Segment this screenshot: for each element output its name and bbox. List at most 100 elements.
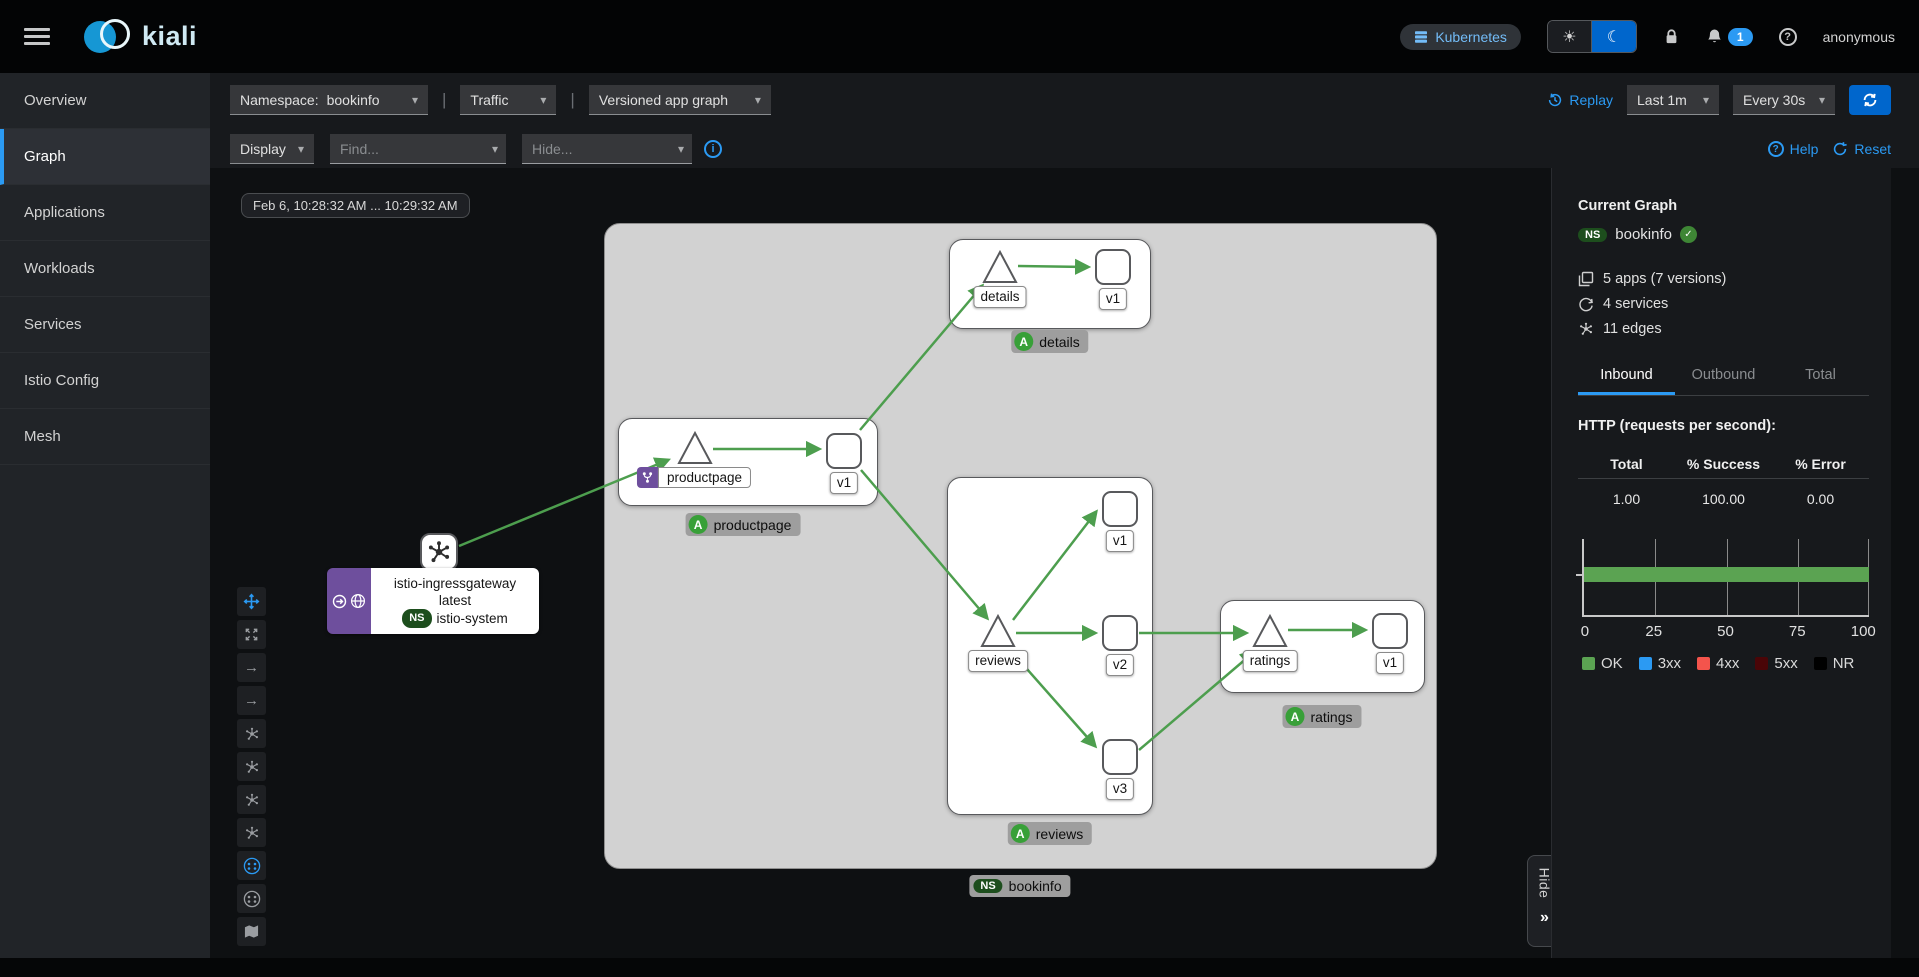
label-ratings-v1[interactable]: v1 — [1375, 652, 1405, 674]
tab-total[interactable]: Total — [1805, 367, 1836, 383]
label-productpage-row[interactable]: productpage — [636, 467, 752, 488]
graph-layout-icon — [245, 727, 258, 740]
drag-toggle-button[interactable] — [237, 587, 266, 616]
label-reviews-v2[interactable]: v2 — [1105, 654, 1135, 676]
label-productpage: productpage — [657, 467, 752, 488]
app-badge-details[interactable]: A details — [1011, 330, 1089, 353]
app-badge-reviews[interactable]: A reviews — [1007, 822, 1093, 845]
node-productpage-app[interactable] — [677, 430, 713, 464]
edge-v3-ratings[interactable] — [1138, 649, 1257, 751]
gateway-version: latest — [438, 592, 472, 608]
gateway-label[interactable]: istio-ingressgateway latest NS istio-sys… — [327, 568, 539, 634]
namespace-layout-a-button[interactable] — [237, 851, 266, 880]
label-reviews-v3[interactable]: v3 — [1105, 778, 1135, 800]
panel-namespace[interactable]: bookinfo — [1615, 226, 1672, 243]
hide-healthy-edges-button[interactable]: → — [237, 653, 266, 682]
cluster-badge[interactable]: Kubernetes — [1400, 23, 1521, 50]
node-reviews-v3[interactable] — [1102, 739, 1138, 775]
legend-3xx: 3xx — [1638, 655, 1681, 672]
label-details[interactable]: details — [973, 286, 1027, 308]
time-range-dropdown[interactable]: Last 1m ▾ — [1627, 85, 1719, 115]
label-ratings[interactable]: ratings — [1242, 650, 1298, 672]
display-dropdown[interactable]: Display ▾ — [230, 134, 314, 164]
label-details-v1[interactable]: v1 — [1098, 288, 1128, 310]
caret-down-icon: ▾ — [754, 92, 761, 107]
sidebar-item-workloads[interactable]: Workloads — [0, 241, 210, 297]
find-input[interactable] — [330, 134, 506, 164]
sidebar-item-applications[interactable]: Applications — [0, 185, 210, 241]
graph-type-dropdown[interactable]: Versioned app graph ▾ — [588, 85, 771, 115]
col-success: % Success — [1675, 450, 1772, 479]
toolbar-separator: | — [442, 90, 447, 109]
zoom-to-fit-button[interactable] — [237, 620, 266, 649]
label-productpage-v1[interactable]: v1 — [829, 472, 859, 494]
reset-link[interactable]: Reset — [1832, 141, 1891, 157]
sidebar-item-graph[interactable]: Graph — [0, 129, 210, 185]
node-details-v1[interactable] — [1095, 249, 1131, 285]
caret-down-icon: ▾ — [540, 92, 547, 107]
user-menu[interactable]: anonymous — [1822, 28, 1895, 45]
health-check-icon: ✓ — [1680, 226, 1697, 243]
hide-panel-tab[interactable]: Hide » — [1527, 855, 1551, 947]
namespace-dropdown[interactable]: Namespace: bookinfo ▾ — [230, 85, 428, 115]
brand-title: kiali — [142, 21, 198, 51]
gateway-name: istio-ingressgateway — [393, 575, 517, 591]
hide-input[interactable] — [522, 134, 692, 164]
app-badge-productpage[interactable]: A productpage — [685, 513, 801, 536]
hide-all-edges-button[interactable]: → — [237, 686, 266, 715]
layout-grid-button[interactable] — [237, 752, 266, 781]
notifications-button[interactable]: 1 — [1706, 27, 1753, 46]
node-productpage-v1[interactable] — [826, 433, 862, 469]
legend-button[interactable] — [237, 917, 266, 946]
node-reviews-app[interactable] — [980, 613, 1016, 647]
layout-concentric-button[interactable] — [237, 785, 266, 814]
ns-badge: NS — [1578, 227, 1608, 242]
services-icon — [1579, 297, 1593, 312]
node-details-app[interactable] — [982, 249, 1018, 283]
layout-dagre-button[interactable] — [237, 719, 266, 748]
namespace-chip-bookinfo[interactable]: NS bookinfo — [969, 875, 1071, 897]
help-link[interactable]: ? Help — [1767, 141, 1819, 157]
val-total: 1.00 — [1612, 491, 1641, 507]
time-range-value: Last 1m — [1637, 91, 1687, 108]
layout-breadthfirst-button[interactable] — [237, 818, 266, 847]
edges-icon — [1580, 322, 1592, 335]
node-reviews-v1[interactable] — [1102, 491, 1138, 527]
edge-productpage-details[interactable] — [859, 283, 985, 431]
refresh-interval-dropdown[interactable]: Every 30s ▾ — [1733, 85, 1835, 115]
help-label: Help — [1789, 141, 1819, 157]
edge-productpage-reviews[interactable] — [860, 469, 990, 621]
ok-rate-bar — [1584, 567, 1869, 582]
app-badge-label: ratings — [1310, 708, 1353, 725]
sidebar-item-overview[interactable]: Overview — [0, 73, 210, 129]
light-theme-button[interactable]: ☀ — [1547, 21, 1592, 52]
app-badge-ratings[interactable]: A ratings — [1282, 705, 1362, 728]
replay-link[interactable]: Replay — [1547, 92, 1613, 108]
node-ratings-app[interactable] — [1252, 613, 1288, 647]
traffic-dropdown-label: Traffic — [470, 91, 509, 108]
edge-details-v1[interactable] — [1017, 258, 1092, 275]
edge-reviews-v1[interactable] — [1012, 509, 1098, 621]
menu-icon[interactable] — [24, 28, 50, 45]
label-reviews-v1[interactable]: v1 — [1105, 530, 1135, 552]
info-icon[interactable]: i — [704, 140, 722, 158]
col-total: Total — [1578, 450, 1675, 479]
refresh-button[interactable] — [1849, 85, 1891, 115]
sidebar-item-istio-config[interactable]: Istio Config — [0, 353, 210, 409]
lock-icon[interactable] — [1663, 28, 1680, 45]
node-ratings-v1[interactable] — [1372, 613, 1408, 649]
node-reviews-v2[interactable] — [1102, 615, 1138, 651]
question-icon: ? — [1778, 27, 1797, 46]
sidebar-item-services[interactable]: Services — [0, 297, 210, 353]
help-menu-button[interactable]: ? — [1778, 27, 1797, 46]
namespace-layout-b-button[interactable] — [237, 884, 266, 913]
tab-outbound[interactable]: Outbound — [1691, 367, 1756, 383]
tab-inbound[interactable]: Inbound — [1578, 367, 1675, 395]
legend-nr: NR — [1813, 655, 1854, 672]
traffic-dropdown[interactable]: Traffic ▾ — [460, 85, 557, 115]
dark-theme-button[interactable]: ☾ — [1591, 21, 1636, 52]
sidebar-item-mesh[interactable]: Mesh — [0, 409, 210, 465]
graph-canvas[interactable]: Feb 6, 10:28:32 AM ... 10:29:32 AM — [210, 168, 1551, 958]
label-reviews[interactable]: reviews — [968, 650, 1028, 672]
edge-gateway-productpage[interactable] — [458, 457, 672, 548]
